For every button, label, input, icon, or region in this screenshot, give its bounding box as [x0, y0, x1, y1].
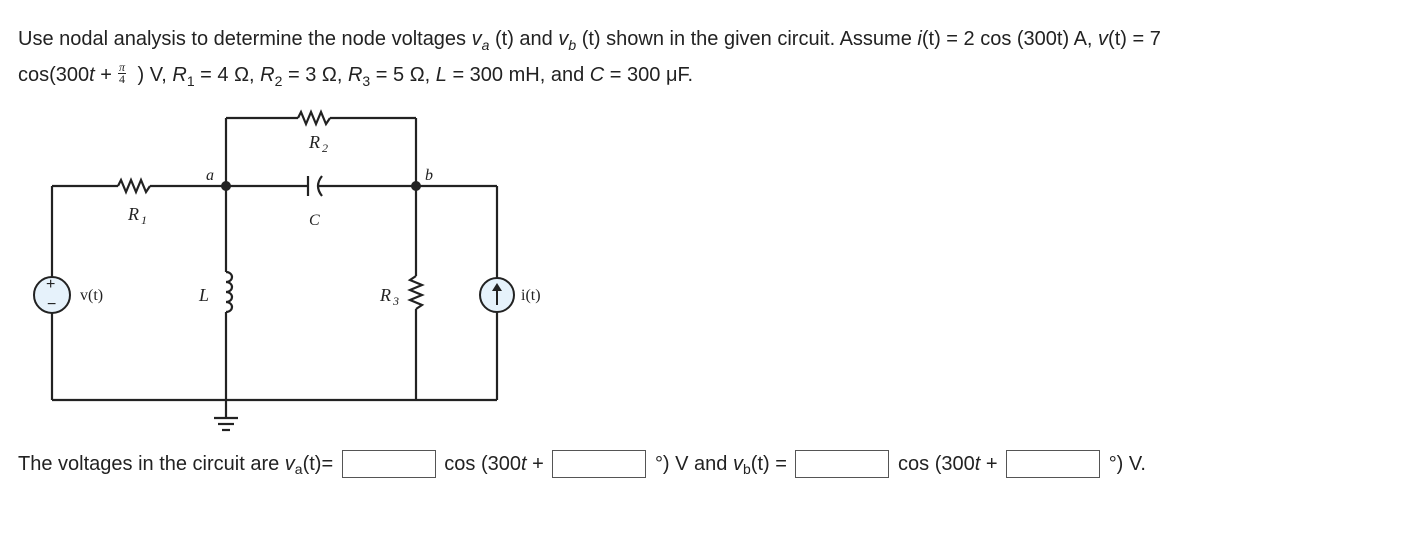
- vsource-label: v(t): [80, 287, 103, 304]
- node-b-dot: [411, 181, 421, 191]
- r2-symbol: R: [260, 64, 275, 86]
- i-symbol: i: [917, 28, 922, 50]
- r3-symbol: R: [347, 64, 363, 86]
- vb-magnitude-input[interactable]: [795, 450, 890, 478]
- vb-symbol: v: [558, 28, 569, 50]
- node-b-label: b: [425, 167, 433, 184]
- fraction-numerator: π: [117, 60, 126, 75]
- r3-label-sub: 3: [392, 294, 399, 308]
- c-value: = 300 μF.: [604, 64, 694, 86]
- c-symbol: C: [589, 64, 605, 86]
- answer-cos-1: cos (300: [444, 453, 521, 475]
- inductor: [225, 270, 234, 314]
- answer-plus-1: +: [526, 453, 544, 475]
- and-text: and: [513, 28, 559, 50]
- vb-subscript: b: [568, 37, 577, 53]
- v-symbol: v: [1098, 28, 1109, 50]
- r3-resistor: [407, 275, 425, 310]
- l-symbol: L: [435, 64, 447, 86]
- i-equation: (t) = 2 cos (300t) A,: [921, 28, 1099, 50]
- answer-line: The voltages in the circuit are va(t)= c…: [18, 450, 1146, 478]
- r3-label: R: [379, 285, 391, 305]
- answer-va-suffix: (t)=: [302, 453, 334, 475]
- r1-label: R: [127, 204, 139, 224]
- circuit-diagram: + − a b R 1 R 2 C L R 3 v(t) i(t): [33, 109, 541, 432]
- question-line-1: Use nodal analysis to determine the node…: [18, 27, 1161, 53]
- r1-value: = 4 Ω,: [194, 64, 261, 86]
- va-magnitude-input[interactable]: [341, 450, 436, 478]
- r1-symbol: R: [172, 64, 187, 86]
- volt-unit-text: ) V,: [131, 64, 173, 86]
- answer-prefix: The voltages in the circuit are: [18, 453, 285, 475]
- answer-vb-symbol: v: [732, 453, 743, 475]
- vsource-plus: +: [46, 276, 55, 293]
- isource-label: i(t): [521, 287, 541, 304]
- r2-subscript: 2: [274, 73, 283, 89]
- answer-vb-subscript: b: [742, 461, 751, 477]
- answer-t-2: t: [974, 453, 981, 475]
- cos-text: cos(300: [18, 64, 90, 86]
- voltage-source: [33, 276, 71, 314]
- r2-label: R: [308, 132, 320, 152]
- va-symbol: v: [471, 28, 482, 50]
- vb-arg: (t): [576, 28, 601, 50]
- answer-deg-2: °) V.: [1108, 453, 1146, 475]
- r1-label-sub: 1: [141, 213, 147, 227]
- va-subscript: a: [481, 37, 490, 53]
- answer-va-subscript: a: [294, 461, 303, 477]
- v-equation: (t) = 7: [1108, 28, 1161, 50]
- answer-plus-2: +: [980, 453, 998, 475]
- question-text-2: shown in the given circuit. Assume: [600, 28, 918, 50]
- answer-deg-1: °) V and: [654, 453, 733, 475]
- question-text: Use nodal analysis to determine the node…: [18, 28, 472, 50]
- node-a-dot: [221, 181, 231, 191]
- vb-phase-input[interactable]: [1006, 450, 1101, 478]
- l-value: = 300 mH, and: [446, 64, 590, 86]
- r1-resistor: [117, 177, 151, 195]
- current-source: [479, 277, 515, 313]
- plus-sign: +: [94, 64, 112, 86]
- r2-value: = 3 Ω,: [282, 64, 348, 86]
- vsource-minus: −: [47, 296, 56, 313]
- answer-t-1: t: [521, 453, 527, 475]
- answer-vb-suffix: (t) =: [750, 453, 787, 475]
- l-label: L: [198, 285, 209, 305]
- r3-subscript: 3: [362, 73, 371, 89]
- fraction-denominator: 4: [118, 72, 125, 87]
- r2-resistor: [297, 109, 331, 127]
- answer-cos-2: cos (300: [898, 453, 975, 475]
- node-a-label: a: [206, 167, 214, 184]
- t-symbol: t: [89, 64, 95, 86]
- answer-va-symbol: v: [284, 453, 295, 475]
- c-label: C: [309, 212, 320, 229]
- r1-subscript: 1: [186, 73, 195, 89]
- r3-value: = 5 Ω,: [370, 64, 436, 86]
- r2-label-sub: 2: [322, 141, 328, 155]
- va-arg: (t): [489, 28, 514, 50]
- va-phase-input[interactable]: [552, 450, 647, 478]
